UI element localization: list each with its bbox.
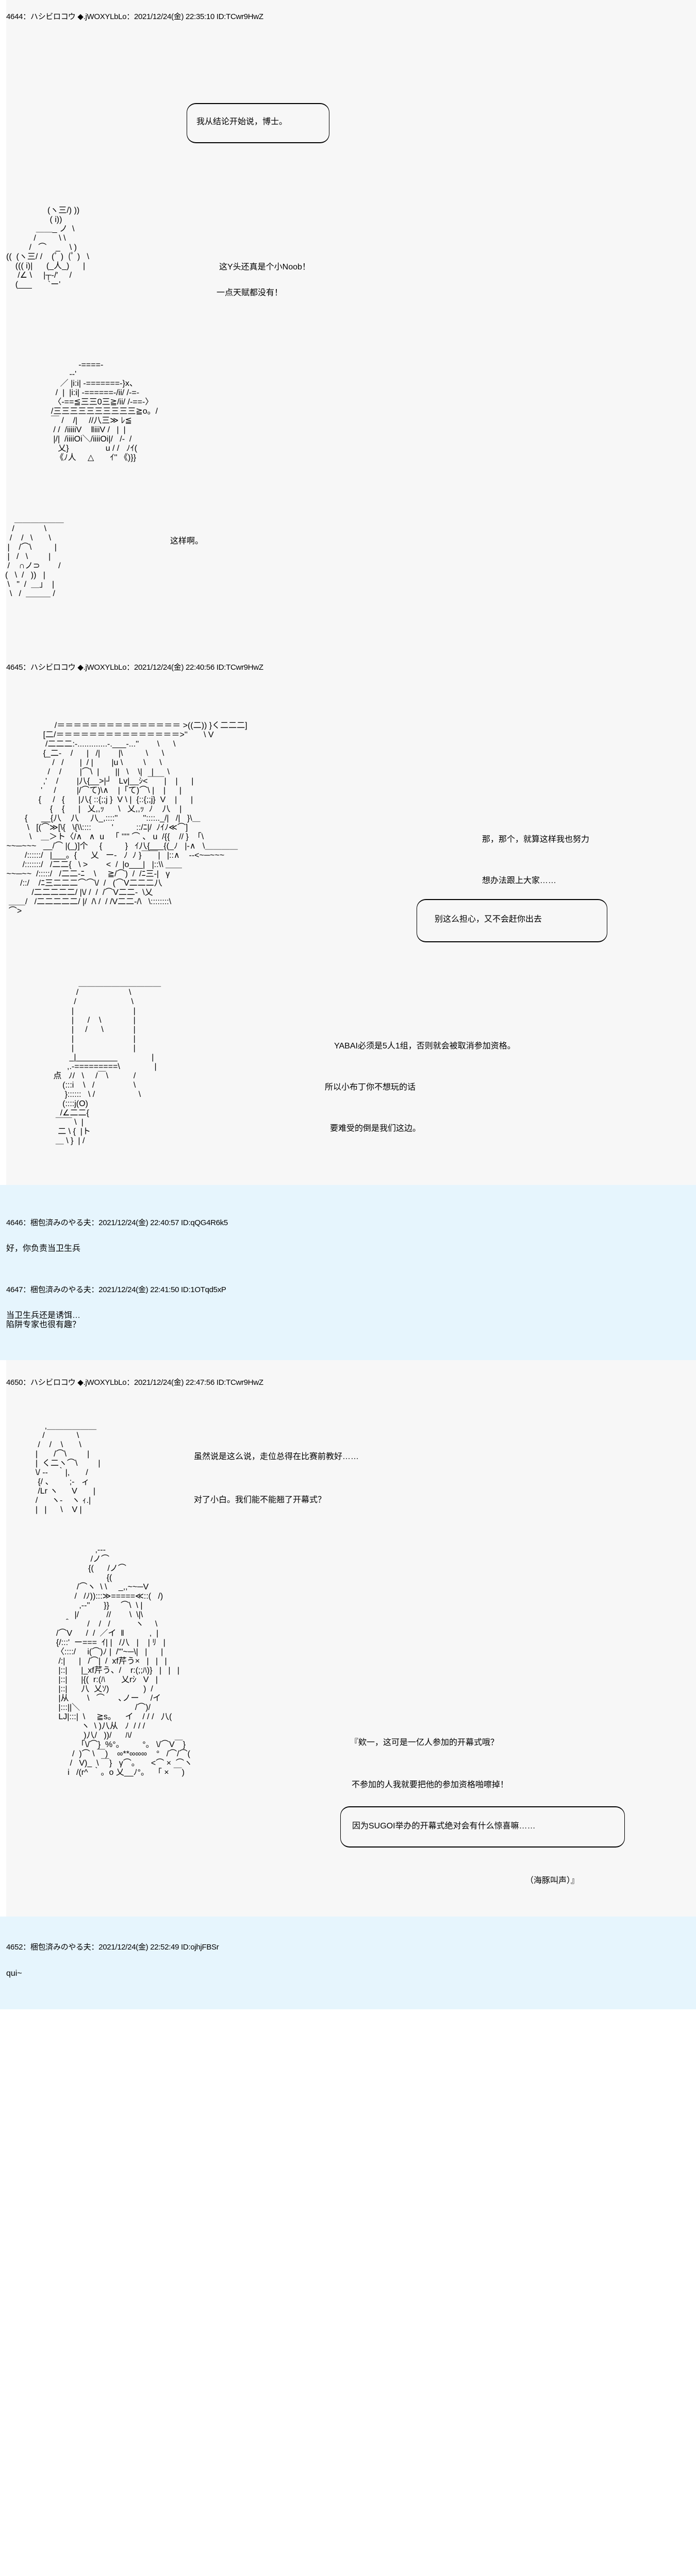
thread-page: 4644：ハシビロコウ ◆.jWOXYLbLo：2021/12/24(金) 22…: [0, 0, 696, 2009]
post-4650: [6, 1360, 696, 1917]
ascii-art-character: ,--- /ノ⌒ {( /ノ⌒ {( /⌒ヽ \ \ _,,~~─V / /ﾉ)…: [56, 1546, 192, 1777]
ascii-art-group: /＝＝＝＝＝＝＝＝＝＝＝＝＝＝＝ >((二)) }く二二二] [二/＝＝＝＝＝＝…: [6, 721, 247, 916]
ascii-art-character: (ヽ三/) )) ( i)) ＿＿_ ノ \ / \ \ / ⌒ _ \ ) (…: [6, 206, 89, 289]
ascii-art-character: ＿＿＿＿＿＿＿＿＿＿ / \ / \ | | | / \ | | / \: [53, 979, 161, 1145]
ascii-art-character: ＿＿＿＿＿＿ / \ / / \ \ | /⌒\ | | / \ | / ∩ノ⊃…: [5, 515, 64, 598]
post-4645: [6, 644, 696, 1185]
speech-bubble: [417, 899, 607, 942]
post-4652: [0, 1917, 696, 2009]
dialogue-line: 这Y头还真是个小Noob！: [219, 263, 310, 272]
post-header: 4645：ハシビロコウ ◆.jWOXYLbLo：2021/12/24(金) 22…: [6, 663, 263, 672]
dialogue-line: 『欸一，这可是一亿人参加的开幕式哦？: [350, 1738, 499, 1747]
dialogue-line: 虽然说是这么说，走位总得在比赛前教好……: [194, 1452, 359, 1461]
post-header: 4646：梱包済みのやる夫：2021/12/24(金) 22:40:57 ID:…: [6, 1218, 228, 1227]
post-body: qui~: [6, 1969, 22, 1978]
speech-bubble: [340, 1806, 625, 1848]
dialogue-line: 所以小布丁你不想玩的话: [325, 1083, 416, 1092]
dialogue-line: 这样啊。: [170, 537, 204, 546]
post-header: 4647：梱包済みのやる夫：2021/12/24(金) 22:41:50 ID:…: [6, 1285, 226, 1294]
post-body: 当卫生兵还是诱饵…: [6, 1311, 81, 1320]
post-body: 好，你负责当卫生兵: [6, 1244, 81, 1253]
post-body: 陷阱专家也很有趣？: [6, 1320, 81, 1329]
dialogue-line: 那，那个，就算这样我也努力: [482, 835, 590, 844]
post-header: 4652：梱包済みのやる夫：2021/12/24(金) 22:52:49 ID:…: [6, 1943, 219, 1952]
dialogue-line: YABAI必须是5人1组，否则就会被取消参加资格。: [334, 1042, 516, 1050]
dialogue-line: 我从结论开始说，博士。: [196, 117, 288, 126]
dialogue-line: 想办法跟上大家……: [482, 876, 557, 885]
post-header: 4644：ハシビロコウ ◆.jWOXYLbLo：2021/12/24(金) 22…: [6, 12, 263, 21]
post-4644: [6, 0, 696, 644]
dialogue-line: 不参加的人我就要把他的参加资格啪嚓掉！: [352, 1781, 509, 1789]
dialogue-line: 别这么担心，又不会赶你出去: [435, 915, 542, 924]
ascii-art-character: ,＿＿＿＿＿＿ / \ / / \ \ | /⌒\ | | く二ヽ⌒\ | \/…: [35, 1422, 101, 1514]
dialogue-line: （海豚叫声）』: [525, 1876, 579, 1885]
speech-bubble: [187, 103, 329, 143]
dialogue-line: 一点天赋都没有！: [217, 289, 283, 297]
dialogue-line: 要难受的倒是我们这边。: [330, 1124, 421, 1133]
dialogue-line: 因为SUGOI举办的开幕式绝对会有什么惊喜嘛……: [352, 1822, 536, 1831]
dialogue-line: 对了小白。我们能不能翘了开幕式？: [194, 1496, 326, 1504]
post-header: 4650：ハシビロコウ ◆.jWOXYLbLo：2021/12/24(金) 22…: [6, 1378, 263, 1387]
post-4646-4647: [0, 1185, 696, 1360]
ascii-art-character: -====- --' ／ |i:i| -=======-}x、 / | |i:i…: [51, 361, 158, 462]
